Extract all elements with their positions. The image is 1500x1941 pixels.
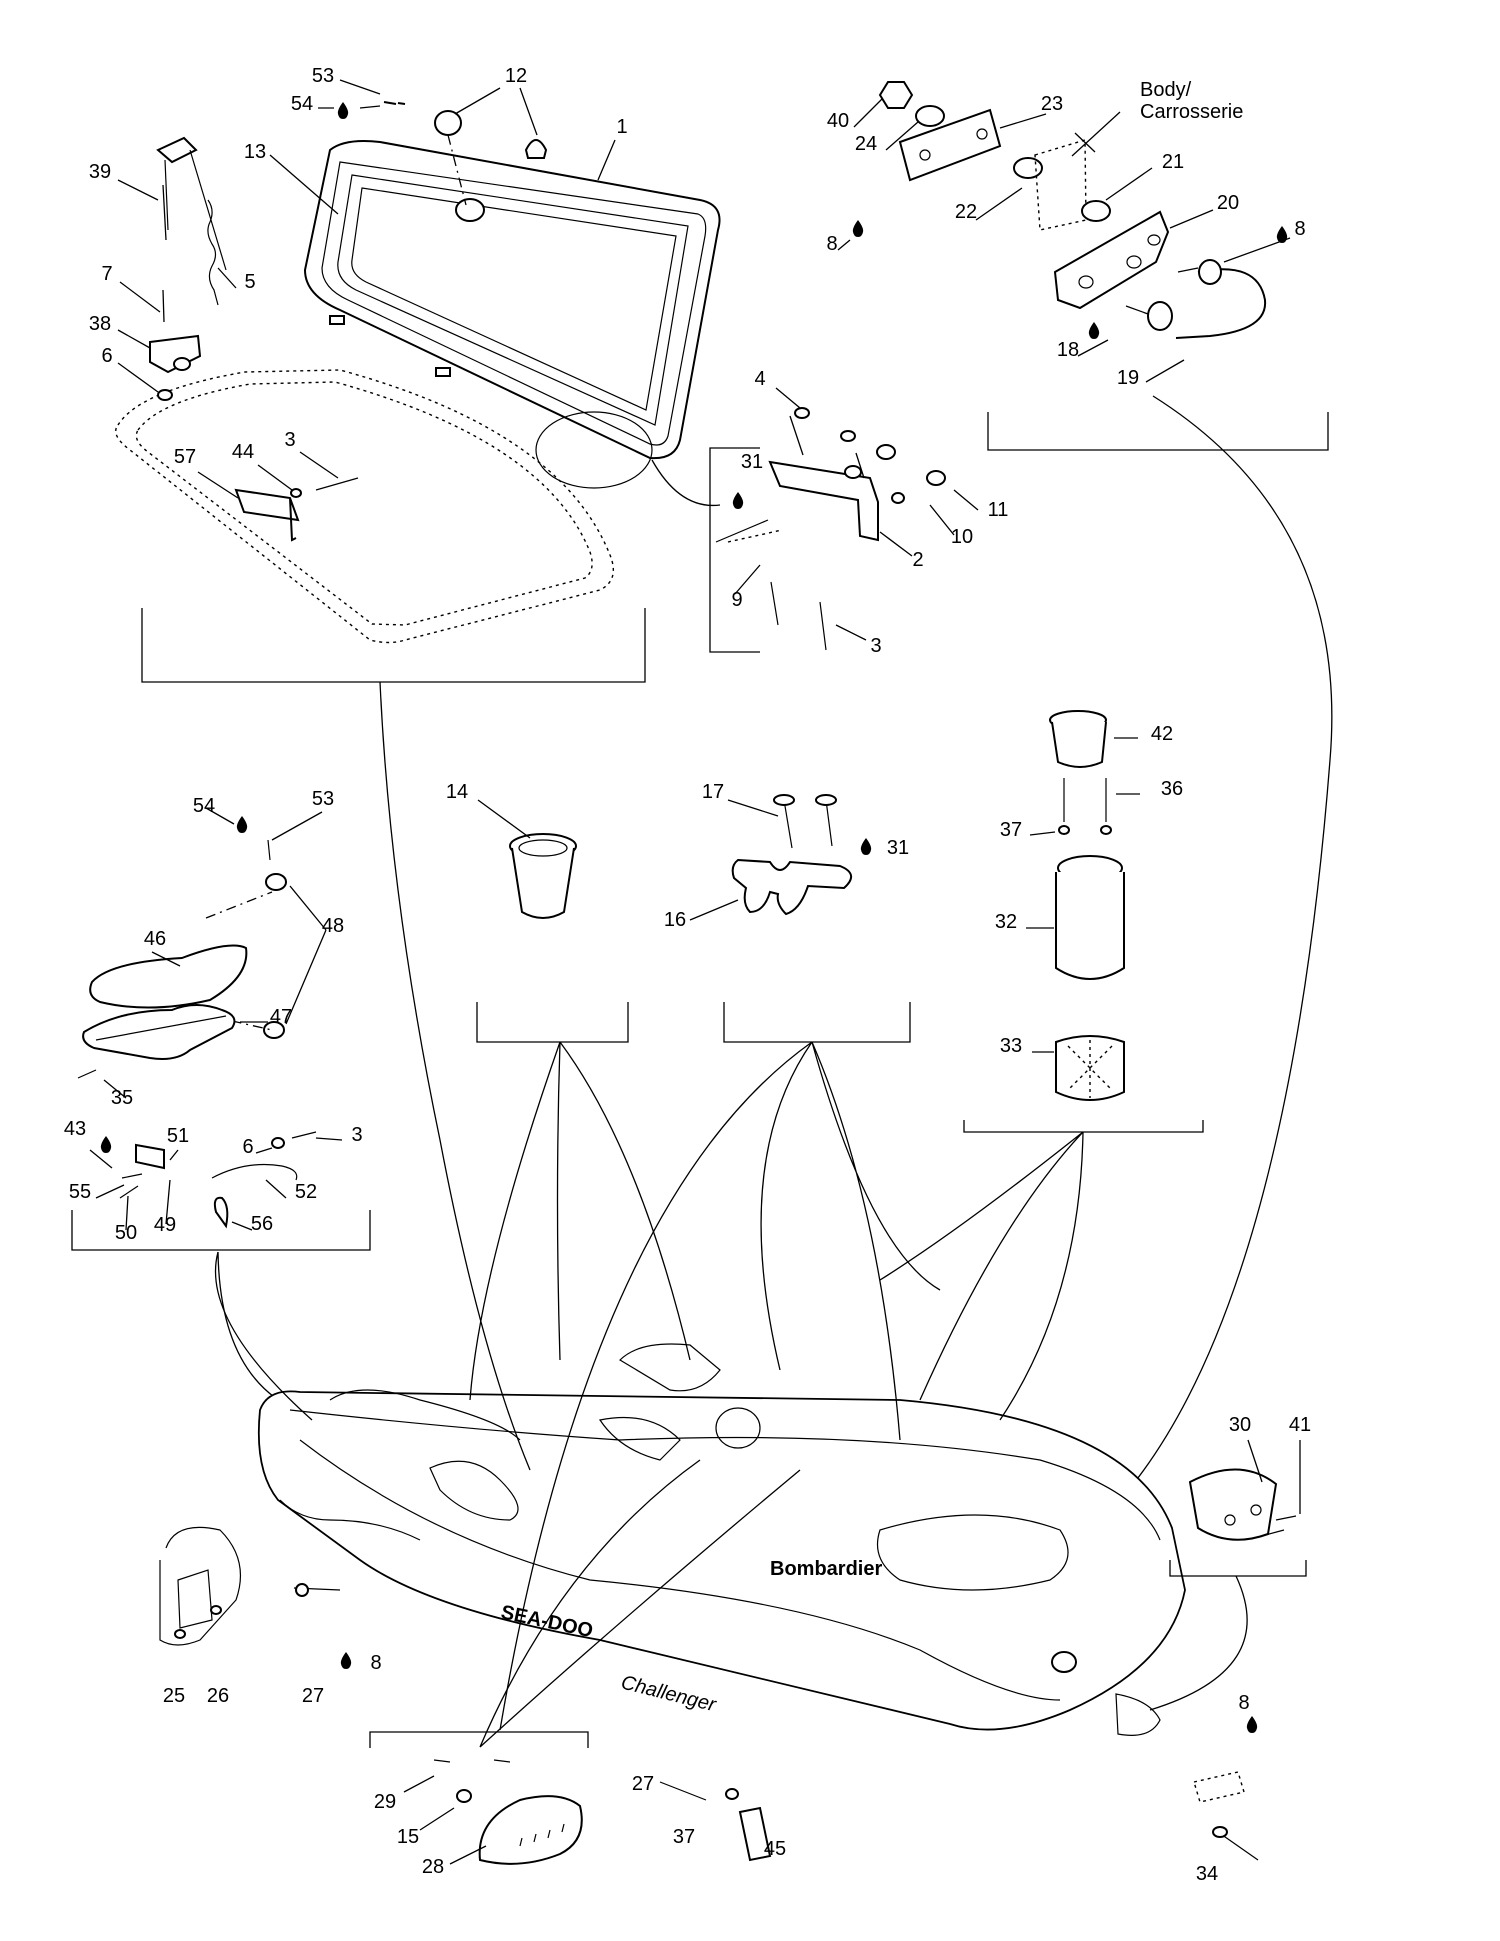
callout-1: 1 — [616, 116, 627, 138]
callout-55: 55 — [69, 1181, 91, 1203]
callout-29: 29 — [374, 1791, 396, 1813]
cleat-group — [689, 794, 911, 1043]
callout-27: 27 — [632, 1773, 654, 1795]
callout-3: 3 — [870, 635, 881, 657]
callout-3: 3 — [351, 1124, 362, 1146]
drop-icon — [236, 816, 248, 833]
callout-52: 52 — [295, 1181, 317, 1203]
callout-47: 47 — [270, 1006, 292, 1028]
callout-18: 18 — [1057, 339, 1079, 361]
callout-8: 8 — [826, 233, 837, 255]
callout-13: 13 — [244, 141, 266, 163]
callout-36: 36 — [1161, 778, 1183, 800]
hull-maker-text: Bombardier — [770, 1558, 882, 1580]
drop-icons — [100, 102, 1288, 1733]
callout-labels: 5354121133957386344574023242120228818194… — [64, 65, 1311, 1885]
callout-21: 21 — [1162, 151, 1184, 173]
callout-32: 32 — [995, 911, 1017, 933]
callout-40: 40 — [827, 110, 849, 132]
callout-53: 53 — [312, 788, 334, 810]
fairing-group — [369, 1731, 589, 1865]
drop-icon — [1088, 322, 1100, 339]
callout-27: 27 — [302, 1685, 324, 1707]
callout-42: 42 — [1151, 723, 1173, 745]
callout-48: 48 — [322, 915, 344, 937]
callout-9: 9 — [731, 589, 742, 611]
callout-24: 24 — [855, 133, 877, 155]
callout-4: 4 — [754, 368, 765, 390]
callout-11: 11 — [988, 499, 1009, 521]
callout-22: 22 — [955, 201, 977, 223]
drop-icon — [1246, 1716, 1258, 1733]
callout-35: 35 — [111, 1087, 133, 1109]
callout-43: 43 — [64, 1118, 86, 1140]
callout-3: 3 — [284, 429, 295, 451]
callout-7: 7 — [101, 263, 112, 285]
boat-hull: SEA-DOO Challenger Bombardier — [159, 1343, 1259, 1862]
drop-icon — [852, 220, 864, 237]
callout-54: 54 — [291, 93, 313, 115]
drop-icon — [1276, 226, 1288, 243]
callout-10: 10 — [951, 526, 973, 548]
callout-33: 33 — [1000, 1035, 1022, 1057]
callout-45: 45 — [764, 1838, 786, 1860]
callout-17: 17 — [702, 781, 724, 803]
callout-12: 12 — [505, 65, 527, 87]
cup-holder-group — [476, 799, 629, 1043]
leader-curves — [214, 681, 1084, 1748]
hull-model-text: Challenger — [619, 1672, 719, 1717]
grab-handle-group — [1149, 1439, 1307, 1711]
storage-lid-group — [115, 79, 721, 683]
callout-8: 8 — [370, 1652, 381, 1674]
body-label-line2: Carrosserie — [1140, 101, 1243, 123]
callout-25: 25 — [163, 1685, 185, 1707]
callout-56: 56 — [251, 1213, 273, 1235]
callout-15: 15 — [397, 1826, 419, 1848]
callout-57: 57 — [174, 446, 196, 468]
callout-41: 41 — [1289, 1414, 1311, 1436]
callout-37: 37 — [1000, 819, 1022, 841]
hinge-bracket-group — [709, 387, 979, 653]
callout-34: 34 — [1196, 1863, 1218, 1885]
callout-30: 30 — [1229, 1414, 1251, 1436]
body-label-line1: Body/ — [1140, 79, 1192, 101]
drop-icon — [100, 1136, 112, 1153]
callout-49: 49 — [154, 1214, 176, 1236]
callout-51: 51 — [167, 1125, 189, 1147]
callout-6: 6 — [101, 345, 112, 367]
callout-37: 37 — [673, 1826, 695, 1848]
callout-16: 16 — [664, 909, 686, 931]
callout-28: 28 — [422, 1856, 444, 1878]
callout-54: 54 — [193, 795, 215, 817]
callout-46: 46 — [144, 928, 166, 950]
callout-31: 31 — [887, 837, 909, 859]
callout-2: 2 — [912, 549, 923, 571]
callout-23: 23 — [1041, 93, 1063, 115]
callout-14: 14 — [446, 781, 468, 803]
callout-5: 5 — [244, 271, 255, 293]
tray-group — [71, 807, 371, 1411]
drop-icon — [337, 102, 349, 119]
callout-26: 26 — [207, 1685, 229, 1707]
callout-6: 6 — [242, 1136, 253, 1158]
drop-icon — [860, 838, 872, 855]
body-label: Body/ Carrosserie — [1140, 79, 1243, 123]
callout-44: 44 — [232, 441, 254, 463]
drop-icon — [340, 1652, 352, 1669]
callout-8: 8 — [1294, 218, 1305, 240]
drop-icon — [732, 492, 744, 509]
callout-38: 38 — [89, 313, 111, 335]
callout-50: 50 — [115, 1222, 137, 1244]
storage-canister-group — [963, 710, 1204, 1133]
callout-53: 53 — [312, 65, 334, 87]
callout-19: 19 — [1117, 367, 1139, 389]
callout-8: 8 — [1238, 1692, 1249, 1714]
callout-31: 31 — [741, 451, 763, 473]
body-mount-group — [837, 81, 1333, 1556]
callout-39: 39 — [89, 161, 111, 183]
callout-20: 20 — [1217, 192, 1239, 214]
